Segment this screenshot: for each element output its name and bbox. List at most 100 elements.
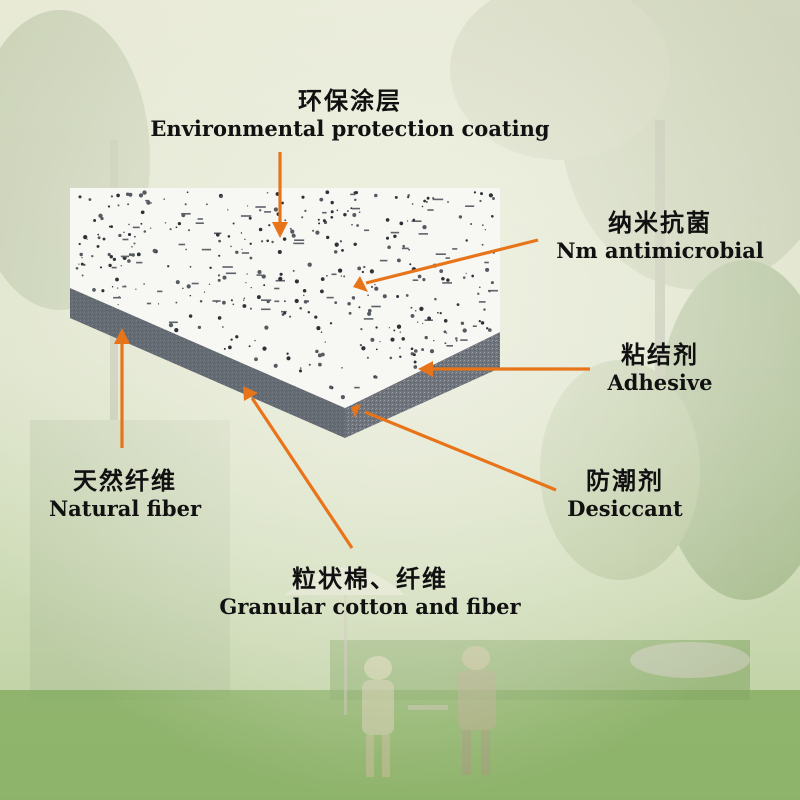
perforation [375,376,378,379]
perforation [413,365,417,369]
perforation [264,326,268,330]
perforation [433,340,434,341]
label-adhesive: 粘结剂 Adhesive [585,340,735,396]
perforation [116,194,120,198]
perforation [261,240,263,242]
perforation [485,229,486,230]
perforation [222,266,233,268]
perforation [389,327,390,328]
perforation [331,210,334,213]
perforation [167,265,169,267]
perforation [367,294,369,296]
perforation [79,253,82,256]
perforation [204,291,205,292]
perforation [284,219,286,221]
perforation [241,215,251,217]
perforation [223,276,227,280]
perforation [280,273,283,276]
perforation [299,307,302,310]
perforation [413,219,416,222]
perforation [444,319,448,323]
perforation [332,274,337,276]
perforation [470,223,472,225]
perforation [421,348,424,351]
perforation [308,311,310,313]
perforation [290,230,294,234]
perforation [218,240,221,243]
perforation [326,275,328,277]
perforation [266,240,269,243]
perforation [413,279,419,281]
perforation [349,312,352,315]
perforation [274,364,278,368]
perforation [294,239,304,241]
perforation [81,257,82,258]
perforation [261,309,271,311]
perforation [402,248,409,250]
perforation [278,277,282,281]
perforation [452,248,457,250]
perforation [250,243,252,245]
perforation [379,341,380,342]
perforation [399,222,403,226]
perforation [407,194,410,197]
perforation [488,328,492,332]
perforation [444,330,447,333]
perforation [250,308,252,310]
perforation [295,279,299,283]
perforation [241,249,242,250]
perforation [455,337,458,340]
perforation [430,349,434,353]
perforation [444,342,446,344]
perforation [376,349,378,351]
perforation [427,197,430,200]
perforation [137,253,141,257]
perforation [134,236,136,238]
perforation [153,249,157,253]
perforation [485,268,489,272]
perforation [175,302,177,304]
perforation [117,287,118,288]
perforation [274,301,279,303]
perforation [83,235,87,239]
perforation [329,385,332,388]
perforation [190,266,192,268]
perforation [190,295,192,297]
perforation [110,225,113,228]
perforation [257,295,261,299]
perforation [354,191,356,193]
perforation [176,280,180,284]
perforation [481,321,485,325]
perforation [293,243,304,245]
perforation [122,286,126,288]
perforation [386,218,390,222]
perforation [400,331,402,333]
perforation [482,224,484,226]
perforation [397,258,401,262]
label-granular: 粒状棉、纤维 Granular cotton and fiber [170,564,570,620]
perforation [371,306,381,308]
perforation [330,322,332,324]
perforation [351,224,353,226]
perforation [78,263,79,264]
perforation [293,270,295,272]
perforation [181,213,190,215]
perforation [79,243,81,245]
perforation [364,318,374,320]
perforation [262,347,266,351]
perforation [309,364,311,366]
perforation [463,276,466,279]
perforation [304,300,308,304]
perforation [118,304,119,305]
perforation [465,205,474,207]
perforation [259,228,263,232]
perforation [245,282,246,283]
perforation [492,197,495,200]
perforation [200,300,203,303]
perforation [196,222,204,224]
perforation [347,302,351,306]
perforation [336,245,338,247]
perforation [489,193,493,197]
perforation [82,275,84,277]
